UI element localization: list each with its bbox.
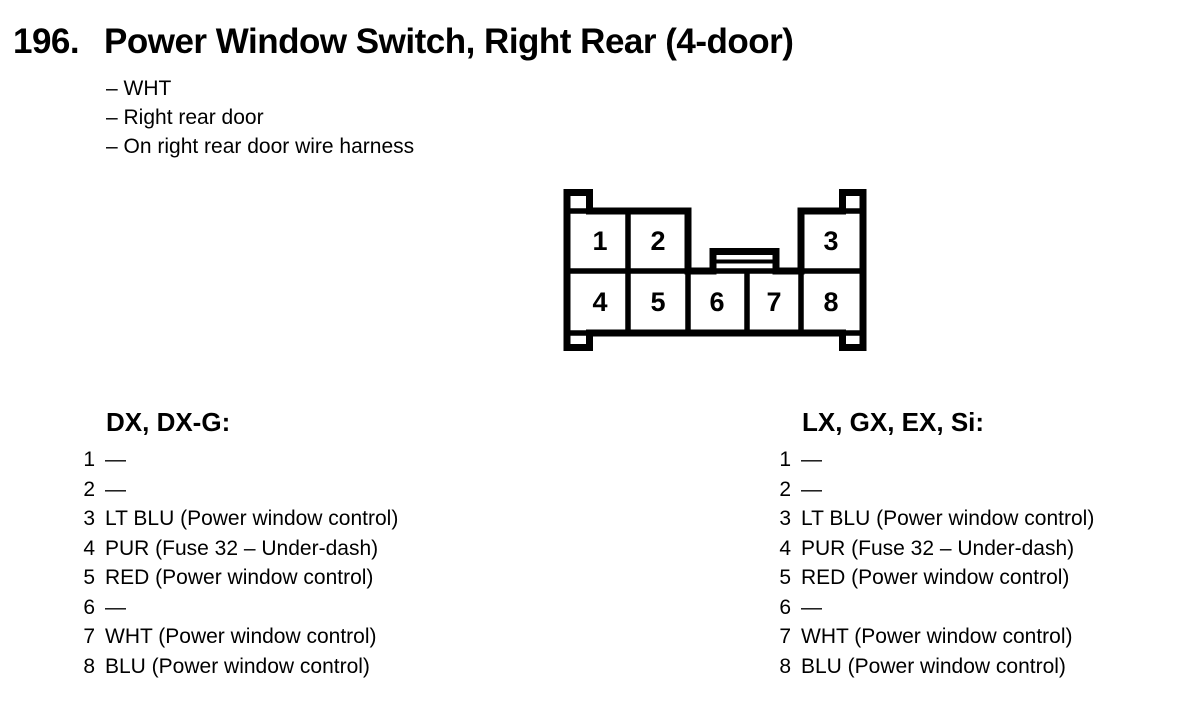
pin-number: 3	[83, 507, 95, 530]
pin-row: 5 RED (Power window control)	[80, 563, 398, 593]
pin-row: 8 BLU (Power window control)	[776, 652, 1094, 682]
pin-row: 1—	[776, 445, 1094, 475]
page-number: 196.	[13, 22, 80, 61]
pin-row: 6—	[776, 593, 1094, 623]
note-line: – WHT	[106, 77, 172, 100]
pin-number: 7	[83, 625, 95, 648]
pin-description: BLU (Power window control)	[105, 654, 370, 678]
pin-row: 7 WHT (Power window control)	[776, 622, 1094, 652]
pin-row: 5 RED (Power window control)	[776, 563, 1094, 593]
pin-row: 8 BLU (Power window control)	[80, 652, 398, 682]
pin-cavity-5: 5	[650, 287, 665, 317]
pin-number: 1	[83, 448, 95, 471]
pin-description: LT BLU (Power window control)	[105, 507, 399, 530]
notes-list: – WHT – Right rear door – On right rear …	[106, 74, 414, 161]
pin-description: WHT (Power window control)	[105, 625, 377, 648]
pin-cavity-7: 7	[766, 287, 781, 317]
pin-row: 4 PUR (Fuse 32 – Under-dash)	[80, 534, 398, 564]
pin-row: 6—	[80, 593, 398, 623]
pin-cavity-3: 3	[823, 226, 838, 256]
cavity-grid	[566, 208, 864, 336]
pin-row: 2—	[776, 475, 1094, 505]
pin-number: 7	[779, 625, 791, 648]
pin-number: 6	[83, 595, 95, 619]
pin-number: 5	[779, 566, 791, 589]
pin-row: 4 PUR (Fuse 32 – Under-dash)	[776, 534, 1094, 564]
pin-description: BLU (Power window control)	[801, 654, 1066, 678]
pin-description: RED (Power window control)	[801, 566, 1070, 589]
page-title: Power Window Switch, Right Rear (4-door)	[104, 22, 794, 61]
pin-number: 8	[779, 654, 791, 678]
pin-cavity-8: 8	[823, 287, 838, 317]
pin-description: PUR (Fuse 32 – Under-dash)	[801, 536, 1075, 560]
note-line: – On right rear door wire harness	[106, 135, 415, 158]
pin-number: 2	[779, 477, 791, 501]
pin-row: 7 WHT (Power window control)	[80, 622, 398, 652]
pin-number: 4	[779, 536, 791, 560]
pin-number: 6	[779, 595, 791, 619]
pin-description: WHT (Power window control)	[801, 625, 1073, 648]
pin-description: —	[801, 595, 822, 619]
pin-description: —	[105, 477, 126, 501]
pin-cavity-1: 1	[592, 226, 607, 256]
pinout-header-lx: LX, GX, EX, Si:	[802, 407, 985, 437]
pin-number: 5	[83, 566, 95, 589]
note-line: – Right rear door	[106, 106, 264, 129]
pin-description: LT BLU (Power window control)	[801, 507, 1095, 530]
pin-row: 2—	[80, 475, 398, 505]
pin-description: —	[801, 448, 822, 471]
pin-row: 3 LT BLU (Power window control)	[776, 504, 1094, 534]
pin-description: —	[105, 448, 126, 471]
pin-description: RED (Power window control)	[105, 566, 374, 589]
pin-number: 1	[779, 448, 791, 471]
pin-row: 1—	[80, 445, 398, 475]
pin-cavity-4: 4	[592, 287, 607, 317]
pin-description: —	[801, 477, 822, 501]
pin-description: —	[105, 595, 126, 619]
pinout-header-dx: DX, DX-G:	[106, 407, 231, 437]
pin-number: 3	[779, 507, 791, 530]
pin-cavity-2: 2	[650, 226, 665, 256]
pin-row: 3 LT BLU (Power window control)	[80, 504, 398, 534]
connector-diagram: 1 2 3 4 5 6 7 8	[563, 189, 867, 351]
pin-cavity-6: 6	[709, 287, 724, 317]
pin-number: 4	[83, 536, 95, 560]
pin-description: PUR (Fuse 32 – Under-dash)	[105, 536, 379, 560]
pin-number: 2	[83, 477, 95, 501]
pin-number: 8	[83, 654, 95, 678]
